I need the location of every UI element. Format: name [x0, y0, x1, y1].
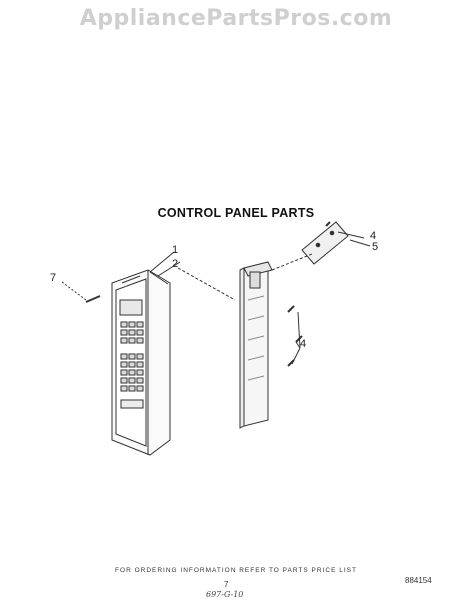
- callout-7: 7: [50, 272, 57, 284]
- mounting-bracket-5: [271, 221, 349, 271]
- control-board: [239, 261, 273, 429]
- handwritten-note: 697-G-10: [206, 590, 244, 599]
- watermark: AppliancePartsPros.com: [79, 6, 393, 31]
- callout-4-board: 4: [300, 338, 307, 350]
- page-number: 7: [224, 580, 229, 589]
- callout-1: 1: [172, 244, 179, 256]
- screw-7: [61, 281, 101, 303]
- control-panel-front: [111, 269, 171, 456]
- document-id: 884154: [405, 576, 432, 585]
- screws-4-board: [287, 305, 303, 367]
- diagram-title: CONTROL PANEL PARTS: [157, 206, 315, 220]
- callout-5: 5: [372, 241, 379, 253]
- callout-4-top: 4: [370, 230, 377, 242]
- screw-4-top: [325, 221, 331, 227]
- callout-2: 2: [172, 258, 179, 270]
- ordering-note: FOR ORDERING INFORMATION REFER TO PARTS …: [115, 567, 357, 574]
